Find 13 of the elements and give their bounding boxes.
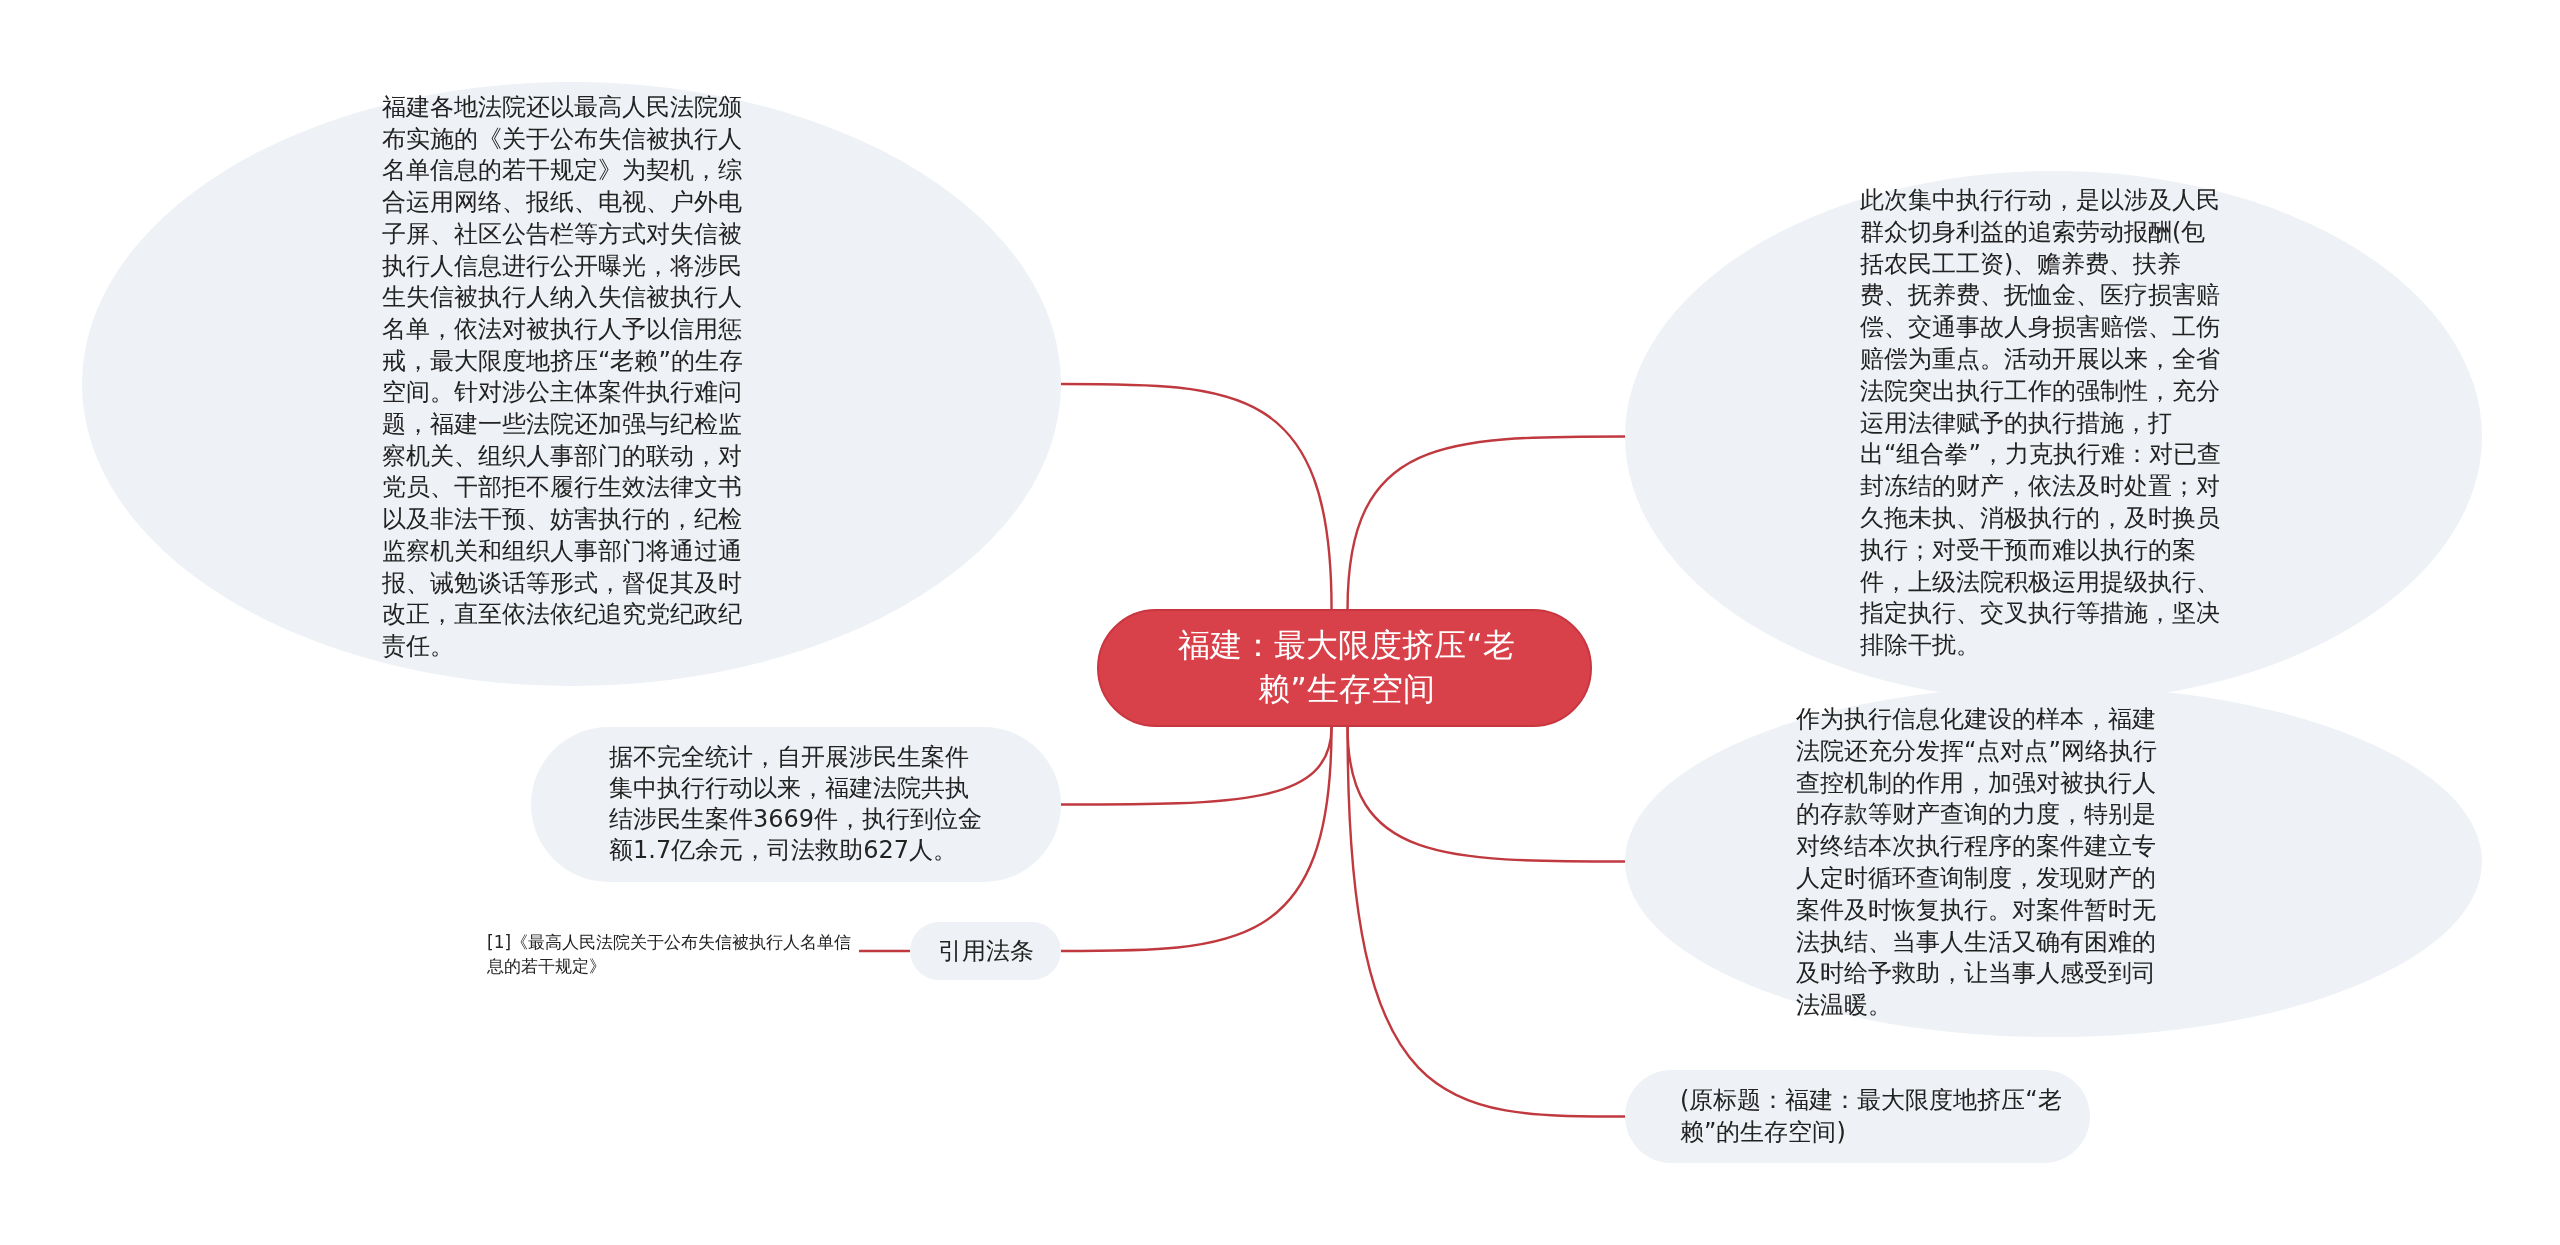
bubble-text: 引用法条 — [936, 936, 1035, 967]
bubble-text: 此次集中执行行动，是以涉及人民群众切身利益的追索劳动报酬(包括农民工工资)、赡养费、扶养费、抚养费、抚恤金、医疗损害赔偿、交通事故人身损害赔偿、工伤赔偿为重点。活动开展以来，全省法院突出执行工作的强制性，充分运用法律赋予的执行措施，打出“组合拳”，力克执行难：对已查封冻结的财产，依法及时处置；对久拖未执、消极执行的，及时换员执行；对受干预而难以执行的案件，上级法院积极运用提级执行、指定执行、交叉执行等措施，坚决排除干扰。 — [1860, 185, 2222, 662]
bubble-text: (原标题：福建：最大限度地挤压“老赖”的生存空间) — [1680, 1085, 2063, 1148]
topic-text: 福建：最大限度挤压“老赖”生存空间 — [1177, 625, 1516, 710]
note-text: [1]《最高人民法院关于公布失信被执行人名单信息的若干规定》 — [487, 931, 853, 978]
connector-line — [1346, 435, 1625, 610]
connector-line — [859, 949, 910, 953]
bubble-text: 据不完全统计，自开展涉民生案件集中执行行动以来，福建法院共执结涉民生案件3669件，执行到位金额1.7亿余元，司法救助627人。 — [609, 742, 983, 866]
connector-line — [1061, 726, 1333, 953]
connector-line — [1061, 382, 1333, 610]
bubble-text: 福建各地法院还以最高人民法院颁布实施的《关于公布失信被执行人名单信息的若干规定》为契机，综合运用网络、报纸、电视、户外电子屏、社区公告栏等方式对失信被执行人信息进行公开曝光，将涉民生失信被执行人纳入失信被执行人名单，依法对被执行人予以信用惩戒，最大限度地挤压“老赖”的生存空间。针对涉公主体案件执行难问题，福建一些法院还加强与纪检监察机关、组织人事部门的联动，对党员、干部拒不履行生效法律文书以及非法干预、妨害执行的，纪检监察机关和组织人事部门将通过通报、诫勉谈话等形式，督促其及时改正，直至依法依纪追究党纪政纪责任。 — [382, 92, 744, 662]
bubble-text: 作为执行信息化建设的样本，福建法院还充分发挥“点对点”网络执行查控机制的作用，加强对被执行人的存款等财产查询的力度，特别是对终结本次执行程序的案件建立专人定时循环查询制度，发现财产的案件及时恢复执行。对案件暂时无法执结、当事人生活又确有困难的及时给予救助，让当事人感受到司法温暖。 — [1796, 704, 2158, 1022]
connector-line — [1346, 726, 1625, 1118]
